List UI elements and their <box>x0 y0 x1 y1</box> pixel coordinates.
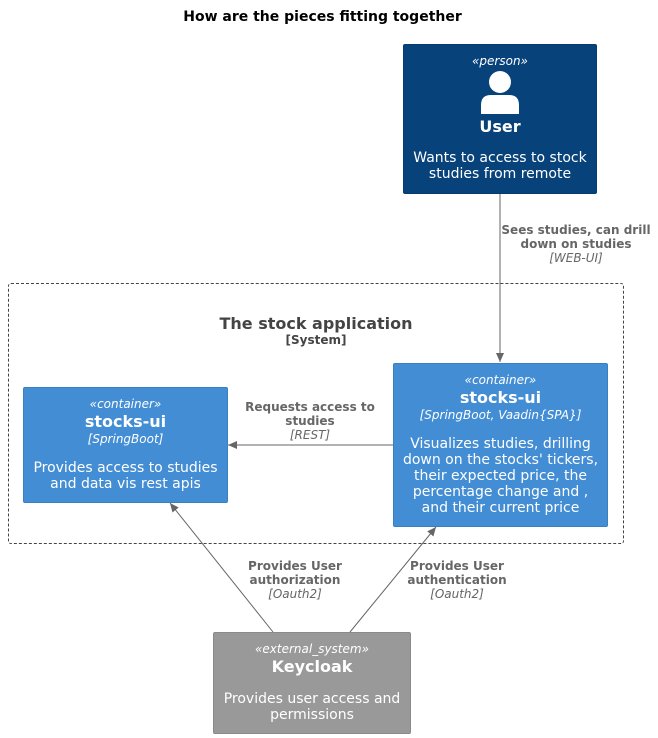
spa-stereotype: «container» <box>464 373 537 387</box>
user-description: Wants to access to stock studies from re… <box>404 150 596 182</box>
edge-label-technology: [WEB-UI] <box>549 251 603 265</box>
edge-label-line: authentication <box>407 573 507 587</box>
edge-label-line: Provides User <box>248 559 342 573</box>
spa-description: Visualizes studies, drilling down on the… <box>394 436 607 516</box>
diagram-title: How are the pieces fitting together <box>183 9 462 25</box>
edge-label-line: down on studies <box>520 237 632 251</box>
keycloak-name: Keycloak <box>271 657 353 676</box>
system-boundary <box>8 283 624 544</box>
spa-description-line: down on the stocks' tickers, <box>402 452 599 468</box>
edge-label-user-to-spa: Sees studies, can drill down on studies … <box>496 223 656 265</box>
edge-label-technology: [Oauth2] <box>430 587 484 601</box>
edge-label-line: authorization <box>249 573 341 587</box>
spa-name: stocks-ui <box>459 388 542 407</box>
edge-label-technology: [REST] <box>289 428 331 442</box>
boundary-title: The stock application <box>219 314 413 333</box>
user-stereotype: «person» <box>472 54 528 68</box>
user-node: «person» User Wants to access to stock s… <box>403 44 597 194</box>
spa-description-line: their expected price, the <box>413 468 588 484</box>
edge-label-technology: [Oauth2] <box>268 587 322 601</box>
edge-label-keycloak-to-api: Provides User authorization [Oauth2] <box>230 559 360 601</box>
api-description-line: and data vis rest apis <box>50 476 201 492</box>
edge-label-line: Sees studies, can drill <box>501 223 651 237</box>
api-description: Provides access to studies and data vis … <box>24 460 227 492</box>
user-name: User <box>479 117 521 136</box>
api-name: stocks-ui <box>84 412 167 431</box>
user-description-line: Wants to access to stock <box>413 150 587 166</box>
edge-keycloak-to-spa <box>349 526 437 633</box>
stocks-ui-spa-node: «container» stocks-ui [SpringBoot, Vaadi… <box>393 363 608 527</box>
stocks-ui-api-node: «container» stocks-ui [SpringBoot] Provi… <box>23 387 228 503</box>
spa-technology: [SpringBoot, Vaadin{SPA}] <box>419 408 582 422</box>
keycloak-description-line: permissions <box>270 707 354 723</box>
keycloak-stereotype: «external_system» <box>255 642 369 656</box>
spa-description-line: and their current price <box>421 500 580 516</box>
boundary-type: [System] <box>285 333 347 347</box>
person-icon <box>481 71 519 114</box>
api-stereotype: «container» <box>89 397 162 411</box>
api-description-line: Provides access to studies <box>33 460 218 476</box>
edge-label-line: Requests access to <box>245 400 375 414</box>
keycloak-node: «external_system» Keycloak Provides user… <box>213 632 411 734</box>
spa-description-line: Visualizes studies, drilling <box>410 436 591 452</box>
edge-label-line: studies <box>285 414 335 428</box>
edge-keycloak-to-api <box>169 502 274 633</box>
api-technology: [SpringBoot] <box>87 432 164 446</box>
keycloak-description: Provides user access and permissions <box>214 691 410 723</box>
spa-description-line: percentage change and , <box>412 484 589 500</box>
edge-label-keycloak-to-spa: Provides User authentication [Oauth2] <box>392 559 522 601</box>
keycloak-description-line: Provides user access and <box>223 691 401 707</box>
edge-label-spa-to-api: Requests access to studies [REST] <box>235 400 385 442</box>
user-description-line: studies from remote <box>428 166 572 182</box>
edge-label-line: Provides User <box>410 559 504 573</box>
